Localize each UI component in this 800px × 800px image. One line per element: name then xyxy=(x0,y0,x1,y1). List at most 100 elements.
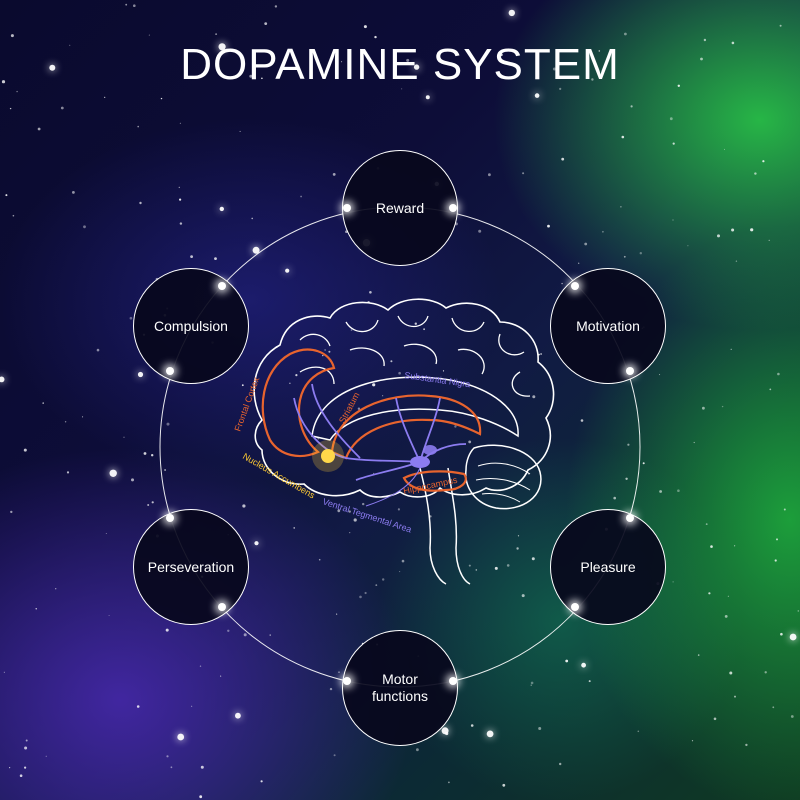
star xyxy=(363,25,367,29)
star xyxy=(398,371,401,375)
star xyxy=(179,122,181,124)
star xyxy=(23,448,27,452)
star xyxy=(429,515,432,518)
star xyxy=(468,564,471,567)
star xyxy=(178,186,180,189)
star xyxy=(702,406,705,410)
star xyxy=(166,422,170,426)
star xyxy=(170,766,173,769)
star xyxy=(470,724,474,727)
star xyxy=(580,419,584,422)
star xyxy=(624,32,627,36)
star xyxy=(19,774,23,777)
star xyxy=(295,374,298,377)
star xyxy=(713,717,717,721)
star xyxy=(72,191,75,194)
ring-dot xyxy=(626,514,634,522)
star xyxy=(516,547,519,550)
star xyxy=(200,765,204,769)
label-substantia-nigra: Substantia Nigra xyxy=(404,370,471,389)
vta-pointer xyxy=(365,467,421,507)
frontal-cortex-pathway xyxy=(261,348,336,458)
star xyxy=(199,795,203,799)
star xyxy=(24,746,28,750)
star xyxy=(129,316,133,320)
star xyxy=(218,43,226,51)
star xyxy=(96,348,100,352)
label-frontal-cortex: Frontal Cortex xyxy=(232,375,261,432)
star xyxy=(147,504,150,506)
star xyxy=(790,715,794,718)
ring-dot xyxy=(166,367,174,375)
star xyxy=(109,469,117,477)
star xyxy=(45,755,47,757)
brain-gyri xyxy=(299,315,531,397)
star xyxy=(104,96,106,98)
star xyxy=(336,613,338,615)
node-motivation-label: Motivation xyxy=(576,317,640,334)
star xyxy=(578,262,580,264)
star xyxy=(441,727,449,735)
star xyxy=(783,508,786,511)
star xyxy=(254,541,259,546)
star xyxy=(499,53,503,57)
star xyxy=(399,571,401,573)
star xyxy=(625,477,628,480)
star xyxy=(382,395,384,397)
ring-dot xyxy=(218,603,226,611)
node-motor-functions: Motor functions xyxy=(342,630,458,746)
star xyxy=(108,615,110,616)
star xyxy=(123,436,125,438)
star xyxy=(705,523,708,525)
star xyxy=(372,383,376,387)
star xyxy=(369,291,372,294)
star xyxy=(251,217,253,220)
star xyxy=(337,509,341,513)
star xyxy=(239,130,241,132)
star xyxy=(136,705,140,708)
star xyxy=(390,360,393,363)
star xyxy=(538,727,542,730)
star xyxy=(24,766,27,769)
star xyxy=(12,214,15,217)
star xyxy=(362,502,365,506)
star xyxy=(727,595,729,597)
star xyxy=(397,508,400,511)
star xyxy=(332,173,336,176)
node-reward-label: Reward xyxy=(375,199,425,216)
star xyxy=(37,127,41,131)
star xyxy=(779,24,782,27)
star xyxy=(735,260,738,262)
star xyxy=(559,762,562,766)
star xyxy=(414,322,417,325)
star xyxy=(780,632,783,636)
star xyxy=(442,370,445,372)
star xyxy=(289,382,291,384)
star xyxy=(693,441,695,444)
star xyxy=(348,510,351,513)
star xyxy=(264,22,268,25)
star xyxy=(413,64,420,70)
star xyxy=(227,629,230,632)
star xyxy=(9,767,11,769)
star xyxy=(717,234,720,238)
star xyxy=(177,733,185,741)
star xyxy=(179,222,183,225)
star xyxy=(274,5,278,8)
star xyxy=(730,348,732,350)
star xyxy=(708,592,711,595)
star xyxy=(797,610,800,612)
star xyxy=(165,628,169,632)
star xyxy=(125,3,128,6)
star xyxy=(269,634,271,636)
star xyxy=(42,402,44,404)
star xyxy=(630,105,633,108)
mesolimbic-pathway xyxy=(293,383,467,481)
star xyxy=(151,501,154,504)
star xyxy=(131,478,134,482)
nucleus-accumbens-dot xyxy=(321,449,335,463)
ring-dot xyxy=(449,204,457,212)
star xyxy=(776,538,778,541)
star xyxy=(35,608,37,610)
